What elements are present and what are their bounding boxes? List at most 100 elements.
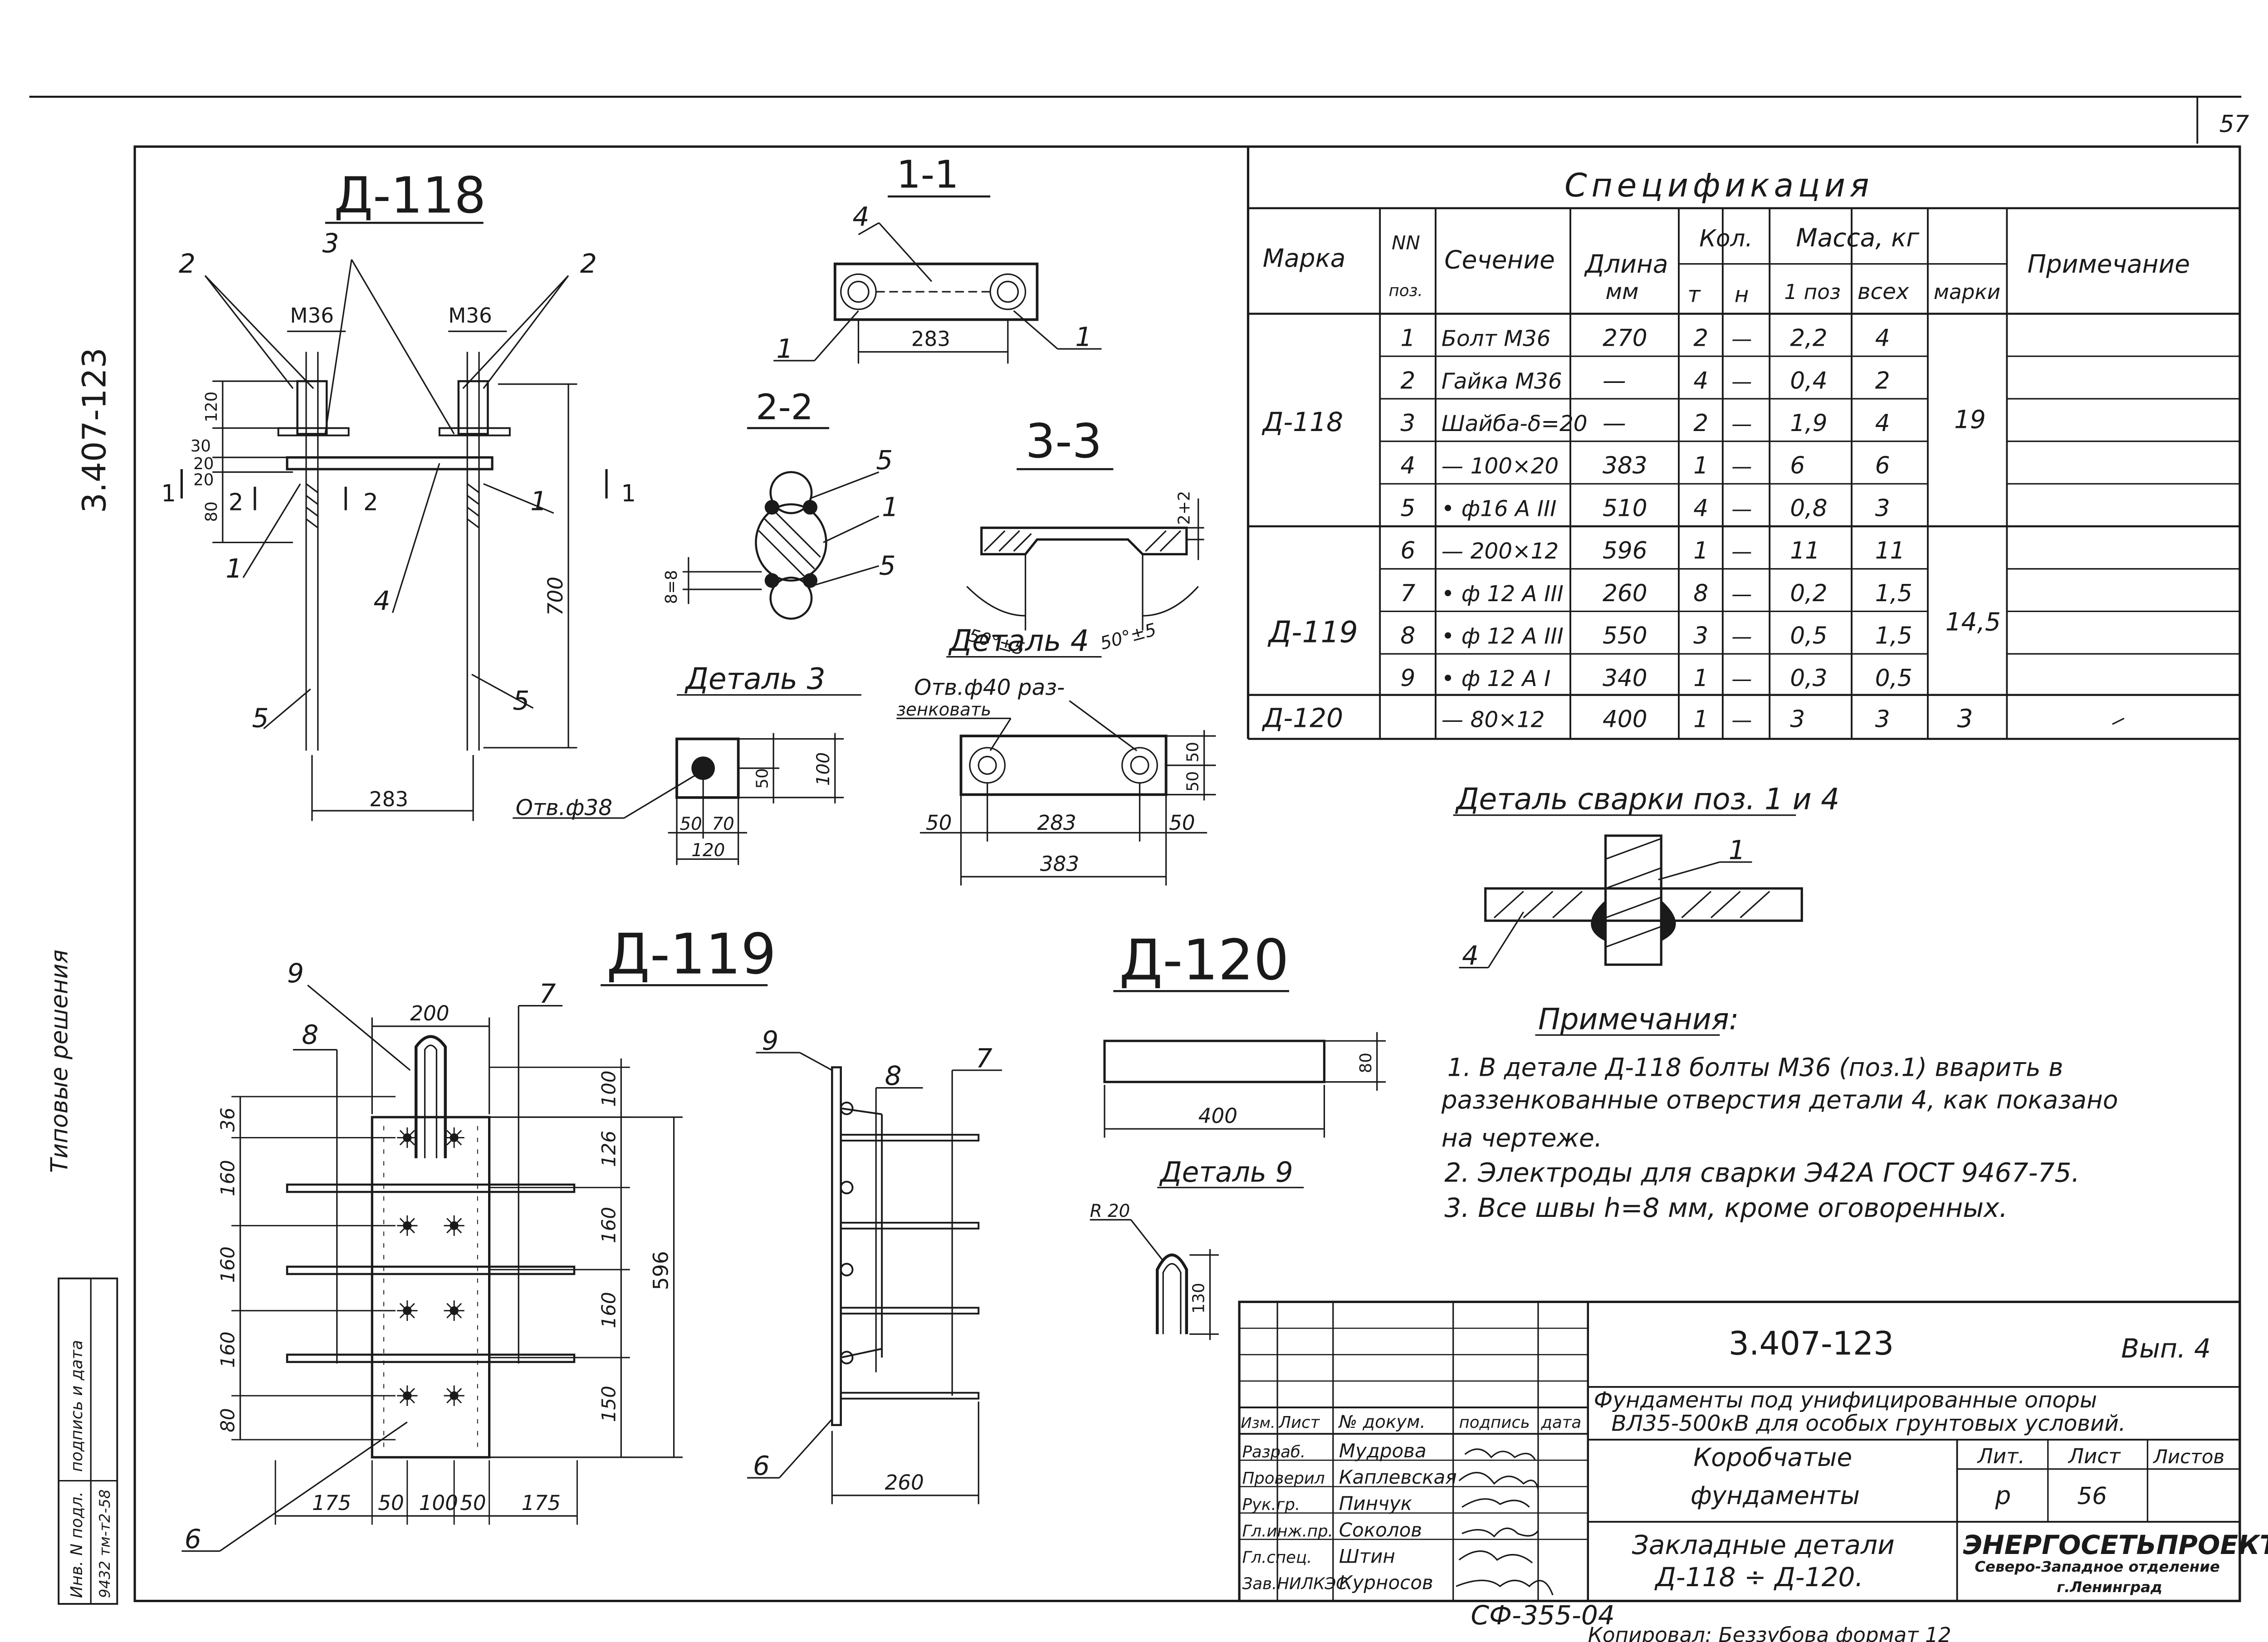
spec-row-one: 0,2	[1790, 580, 1827, 607]
drawing-d120: Д-120 400 80	[1103, 927, 1386, 1138]
side-label: Типовые решения	[46, 950, 73, 1173]
spec-row-one: 6	[1790, 452, 1805, 480]
spec-row-length: 400	[1603, 706, 1647, 733]
spec-row-t: 4	[1693, 367, 1708, 394]
spec-row-t: 1	[1693, 706, 1708, 733]
tb-lit: р	[1995, 1481, 2011, 1510]
det3-title: Деталь 3	[684, 662, 825, 696]
spec-row-all: 11	[1875, 537, 1905, 564]
weld-title: Деталь сварки поз. 1 и 4	[1455, 783, 1839, 817]
spec-row-length: 550	[1603, 622, 1647, 650]
weld-detail: Деталь сварки поз. 1 и 4 1 4	[1453, 783, 1839, 971]
d118-pos4: 4	[374, 585, 391, 616]
spec-group-d120: Д-120	[1261, 703, 1343, 734]
spec-row-n: —	[1731, 625, 1752, 649]
sec11-title: 1-1	[896, 152, 958, 197]
sec11-dim-283: 283	[911, 327, 950, 351]
tb-part2: фундаменты	[1691, 1481, 1860, 1510]
sec22-pos5-top: 5	[876, 445, 893, 475]
spec-h-nn-pos: поз.	[1389, 282, 1423, 300]
spec-title: Спецификация	[1564, 167, 1873, 204]
sec22-pos1: 1	[882, 491, 899, 522]
tb-org-sub2: г.Ленинград	[2057, 1578, 2162, 1596]
d119-title: Д-119	[606, 922, 776, 987]
det4-hole-1: Отв.ф40 раз-	[914, 675, 1065, 701]
spec-row-one: 3	[1790, 706, 1805, 733]
section-1-1: 1-1 4 1 1 283	[773, 152, 1102, 364]
d119side-pos9: 9	[762, 1025, 778, 1056]
d119side-pos6: 6	[753, 1451, 770, 1481]
spec-row-n: —	[1731, 455, 1752, 479]
spec-row-pos: 2	[1400, 367, 1415, 394]
spec-row-pos: 8	[1400, 622, 1415, 650]
tb-list: 56	[2077, 1483, 2107, 1510]
drawing-frame	[133, 145, 2241, 1603]
spec-table: Спецификация Марка NN поз. Сечение Длина…	[1246, 147, 2240, 740]
d118-pos1-left: 1	[225, 553, 242, 584]
d119-bottom-dim: 100	[419, 1491, 458, 1515]
spec-row-section: • ф 12 А I	[1442, 666, 1551, 691]
d119-right-dim: 160	[597, 1292, 620, 1328]
spec-row-one: 1,9	[1790, 410, 1827, 437]
spec-row-section: — 200×12	[1442, 539, 1559, 564]
tb-col-date: дата	[1540, 1413, 1581, 1432]
d118-m36-right: М36	[448, 304, 492, 328]
d118-dim-80: 80	[202, 501, 221, 522]
d118-pos2-right: 2	[580, 248, 597, 279]
d119-right-dim: 126	[597, 1131, 620, 1167]
spec-h-one: 1 поз	[1784, 280, 1841, 304]
note-line-3: на чертеже.	[1442, 1123, 1602, 1152]
tb-col-list: Лист	[1278, 1413, 1320, 1432]
spec-mass-d120: 3	[1957, 704, 1973, 733]
d119-right-dim: 150	[597, 1386, 620, 1422]
d118-dim-700: 700	[543, 577, 567, 616]
spec-h-nn: NN	[1392, 231, 1420, 254]
d119-dim-596: 596	[649, 1251, 673, 1290]
tb-name: Каплевская	[1339, 1466, 1457, 1488]
spec-row-n: —	[1731, 327, 1752, 351]
d119-bottom-dim: 175	[312, 1491, 351, 1515]
tb-name: Соколов	[1339, 1519, 1422, 1541]
d119-pos6: 6	[185, 1524, 201, 1554]
spec-row-length: 510	[1603, 495, 1647, 522]
spec-row-length: —	[1603, 367, 1626, 394]
d118-cut-1-left: 1	[161, 480, 176, 507]
d119-pos8: 8	[302, 1020, 318, 1050]
drawing-d119-side: 9 8 7 6 260	[747, 1025, 1002, 1505]
spec-row-section: • ф 12 А III	[1442, 581, 1564, 607]
spec-row-pos: 5	[1400, 495, 1415, 522]
spec-h-note: Примечание	[2028, 250, 2190, 279]
d119-left-dim: 36	[217, 1108, 239, 1132]
spec-row-n: —	[1731, 369, 1752, 393]
tb-name: Мудрова	[1339, 1440, 1427, 1462]
spec-h-length: Длина	[1584, 250, 1668, 279]
note-line-1: 1. В детале Д-118 болты М36 (поз.1) ввар…	[1447, 1053, 2063, 1082]
spec-row-section: — 80×12	[1442, 707, 1545, 733]
spec-row-n: —	[1731, 667, 1752, 691]
notes: Примечания: 1. В детале Д-118 болты М36 …	[1441, 1002, 2118, 1223]
d118-title: Д-118	[334, 167, 486, 225]
tb-issue: Вып. 4	[2121, 1333, 2211, 1364]
d118-dim-30: 30	[191, 437, 211, 456]
d119side-pos7: 7	[976, 1043, 992, 1073]
d120-dim-400: 400	[1198, 1104, 1237, 1128]
d119-right-dim: 160	[597, 1207, 620, 1243]
sec22-pos5-bottom: 5	[879, 550, 896, 581]
sec33-title: 3-3	[1026, 414, 1102, 469]
d118-pos2-left: 2	[179, 248, 196, 279]
det4-dim-283: 283	[1037, 811, 1076, 835]
title-block: 3.407-123 Вып. 4 Фундаменты под унифицир…	[1238, 1300, 2268, 1603]
spec-row-all: 4	[1875, 325, 1890, 352]
copy-info: Копировал: Беззубова формат 12	[1588, 1623, 1951, 1642]
spec-row-t: 2	[1693, 410, 1708, 437]
spec-row-all: 1,5	[1875, 580, 1912, 607]
d118-dim-20b: 20	[193, 471, 214, 490]
spec-row-n: —	[1731, 539, 1752, 564]
sec22-dim: 8=8	[662, 570, 681, 604]
note-line-5: 3. Все швы h=8 мм, кроме оговоренных.	[1444, 1192, 2008, 1223]
spec-row-t: 3	[1693, 622, 1708, 650]
d118-m36-left: М36	[290, 304, 334, 328]
spec-row-t: 4	[1693, 495, 1708, 522]
det9-title: Деталь 9	[1159, 1156, 1293, 1188]
spec-h-length-unit: мм	[1606, 279, 1639, 304]
